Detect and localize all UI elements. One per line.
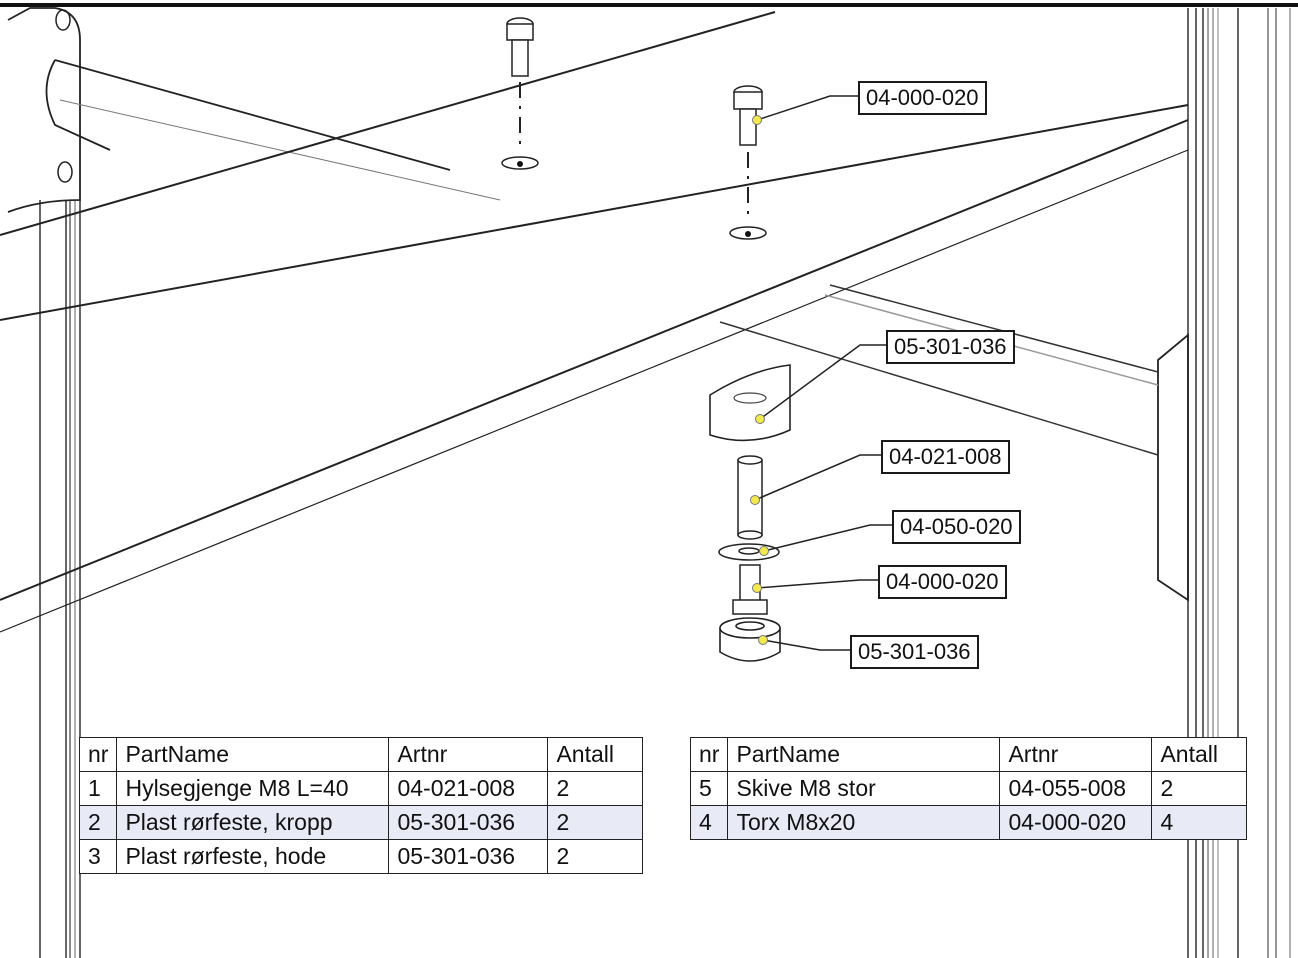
cell-artnr: 04-021-008 (388, 771, 549, 806)
table-row: 4 Torx M8x20 04-000-020 4 (689, 805, 1248, 840)
parts-table-left: nr PartName Artnr Antall 1 Hylsegjenge M… (78, 737, 644, 874)
header-cell: Antall (547, 737, 644, 772)
cell-nr: 2 (78, 805, 118, 840)
cell-antall: 4 (1151, 805, 1248, 840)
callout-label: 05-301-036 (886, 330, 1015, 364)
cell-nr: 1 (78, 771, 118, 806)
bracket-hole-upper (55, 9, 71, 31)
part-washer (718, 543, 780, 561)
screw-top-left (506, 17, 534, 77)
part-clamp-body (719, 617, 781, 662)
header-cell: nr (689, 737, 729, 772)
callout-markers (750, 115, 769, 645)
cell-artnr: 04-000-020 (999, 805, 1153, 840)
header-cell: Artnr (999, 737, 1153, 772)
header-cell: Antall (1151, 737, 1248, 772)
table-row: 3 Plast rørfeste, hode 05-301-036 2 (78, 839, 644, 874)
cell-artnr: 05-301-036 (388, 839, 549, 874)
cell-nr: 3 (78, 839, 118, 874)
cell-partname: Skive M8 stor (727, 771, 1001, 806)
top-frame-line (0, 3, 1298, 7)
parts-table-right: nr PartName Artnr Antall 5 Skive M8 stor… (689, 737, 1248, 840)
leader-lines (754, 95, 892, 651)
callout-label: 04-050-020 (892, 510, 1021, 544)
table-header: nr PartName Artnr Antall (78, 737, 644, 772)
diagonal-beam (0, 11, 1189, 633)
cell-antall: 2 (547, 839, 644, 874)
cell-nr: 4 (689, 805, 729, 840)
header-cell: PartName (727, 737, 1001, 772)
left-bracket-plate (7, 7, 81, 213)
cell-partname: Torx M8x20 (727, 805, 1001, 840)
right-bracket (1157, 333, 1189, 602)
cell-partname: Plast rørfeste, kropp (116, 805, 390, 840)
header-cell: PartName (116, 737, 390, 772)
vertical-profile-left (39, 200, 81, 958)
cell-antall: 2 (547, 771, 644, 806)
cell-partname: Plast rørfeste, hode (116, 839, 390, 874)
cell-artnr: 04-055-008 (999, 771, 1153, 806)
cell-artnr: 05-301-036 (388, 805, 549, 840)
cell-partname: Hylsegjenge M8 L=40 (116, 771, 390, 806)
callout-label: 04-000-020 (878, 565, 1007, 599)
table-row: 2 Plast rørfeste, kropp 05-301-036 2 (78, 805, 644, 840)
callout-label: 04-000-020 (858, 81, 987, 115)
cell-nr: 5 (689, 771, 729, 806)
callout-label: 04-021-008 (881, 440, 1010, 474)
screw-top-right (733, 85, 763, 146)
part-bolt (732, 564, 768, 615)
bracket-hole-lower (57, 161, 73, 183)
header-cell: nr (78, 737, 118, 772)
table-row: 5 Skive M8 stor 04-055-008 2 (689, 771, 1248, 806)
table-header: nr PartName Artnr Antall (689, 737, 1248, 772)
left-tube (45, 59, 451, 171)
callout-label: 05-301-036 (850, 635, 979, 669)
cell-antall: 2 (1151, 771, 1248, 806)
table-row: 1 Hylsegjenge M8 L=40 04-021-008 2 (78, 771, 644, 806)
cell-antall: 2 (547, 805, 644, 840)
header-cell: Artnr (388, 737, 549, 772)
